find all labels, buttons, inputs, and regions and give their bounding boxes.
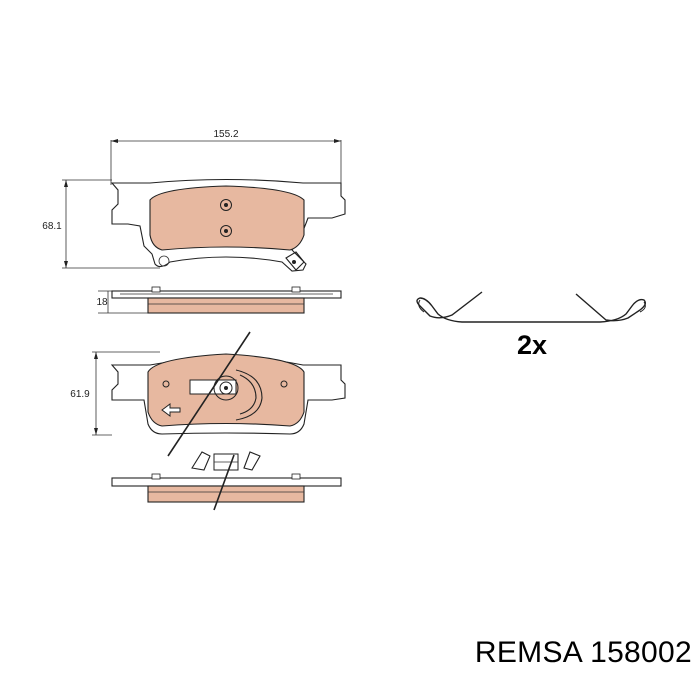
center-ring xyxy=(213,375,239,401)
arrow-right xyxy=(334,139,341,143)
wear-sensor xyxy=(285,251,305,271)
wear-sensor-pin xyxy=(292,260,296,264)
top-pad-front-view: 155.2 68.1 xyxy=(42,129,346,272)
brand-name: REMSA xyxy=(474,636,582,669)
arrow2-up xyxy=(94,352,98,359)
spring-clip-left xyxy=(191,451,211,471)
section-line-upper xyxy=(167,331,251,457)
bottom-pad-side-view xyxy=(111,451,342,511)
small-hole-right xyxy=(280,380,288,388)
thickness-dimension-label: 18 xyxy=(96,297,108,308)
clip-loop-left xyxy=(418,299,425,313)
hole-lower-center xyxy=(224,229,228,233)
center-pin xyxy=(224,386,228,390)
hole-upper xyxy=(220,199,232,211)
width-dimension-label: 155.2 xyxy=(213,129,238,140)
clip-loop-right xyxy=(639,301,646,313)
part-number: 158002 xyxy=(590,636,692,669)
direction-arrow xyxy=(161,403,181,417)
hole-lower xyxy=(220,225,232,237)
top-side-lug-left xyxy=(151,286,161,293)
bottom-side-lug-right xyxy=(291,473,301,480)
top-side-friction-block xyxy=(147,297,305,314)
hole-upper-center xyxy=(224,203,228,207)
arrow-up xyxy=(64,180,68,187)
small-hole-left xyxy=(162,380,170,388)
top-side-lug-right xyxy=(291,286,301,293)
clip-quantity-label: 2x xyxy=(517,330,547,360)
clip-spring xyxy=(416,291,647,323)
bottom-pad-front-view: 61.9 xyxy=(70,331,346,457)
top-side-backing-plate xyxy=(111,290,342,299)
spring-arc xyxy=(235,369,263,421)
height-dimension-label: 68.1 xyxy=(42,221,62,232)
top-pad-side-view: 18 xyxy=(96,286,342,314)
height2-dimension-label: 61.9 xyxy=(70,389,90,400)
bottom-side-backing-plate xyxy=(111,477,342,487)
arrow-down xyxy=(64,261,68,268)
arrow2-down xyxy=(94,428,98,435)
top-friction-block xyxy=(149,185,305,251)
bottom-side-friction-block xyxy=(147,485,305,503)
spring-arc-inner xyxy=(239,374,257,415)
top-backing-plate xyxy=(110,178,346,272)
lug-hole-left xyxy=(158,255,170,267)
arrow-left xyxy=(111,139,118,143)
retaining-clip: 2x xyxy=(416,291,647,360)
part-caption: REMSA 158002 xyxy=(420,636,692,670)
bottom-side-lug-left xyxy=(151,473,161,480)
section-line-lower xyxy=(213,454,235,511)
spring-clip-right xyxy=(243,451,261,471)
